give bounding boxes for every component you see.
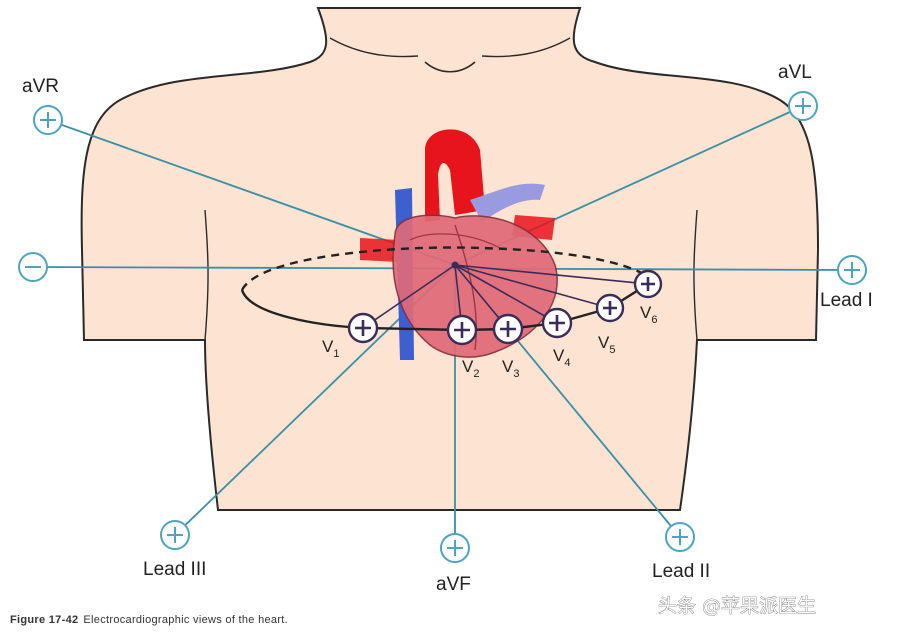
- watermark: 头条 @苹果派医生: [658, 595, 816, 617]
- label-v2: V2: [462, 357, 479, 380]
- label-lead-iii: Lead III: [143, 559, 206, 580]
- electrode-lead-ii: [665, 522, 695, 552]
- label-avl: aVL: [778, 62, 812, 83]
- right-clavicle: [481, 37, 571, 58]
- precordial-electrodes: [347, 269, 663, 346]
- label-v3: V3: [502, 357, 519, 380]
- electrode-v2: [446, 314, 478, 346]
- electrode-v3: [492, 313, 524, 345]
- pulmonary-artery: [470, 183, 545, 222]
- limb-electrodes: [18, 91, 867, 563]
- left-clavicle: [329, 37, 419, 58]
- right-armpit: [693, 209, 698, 341]
- electrode-v4: [541, 307, 573, 339]
- electrode-avl: [788, 91, 818, 121]
- label-v6: V6: [640, 303, 657, 326]
- plane-back-dashed: [240, 246, 651, 291]
- electrode-lead-i: [837, 255, 867, 285]
- spoke-v1: [362, 264, 456, 329]
- label-v5: V5: [598, 333, 615, 356]
- electrode-v1: [347, 312, 379, 344]
- electrode-lead-iii: [160, 520, 190, 550]
- label-avr: aVR: [22, 76, 59, 97]
- electrode-avr: [33, 105, 63, 135]
- electrode-v6: [633, 269, 663, 299]
- neck-line: [424, 61, 476, 73]
- electrode-v5: [595, 293, 625, 323]
- label-v4: V4: [553, 346, 570, 369]
- heart-septum: [454, 224, 477, 351]
- limb-lead-labels: aVR aVL Lead I Lead III Lead II aVF: [22, 62, 873, 595]
- label-avf: aVF: [436, 574, 471, 595]
- spoke-v4: [454, 264, 558, 324]
- heart-atria: [409, 233, 501, 249]
- spoke-v6: [454, 264, 649, 285]
- heart-illustration: [360, 129, 558, 360]
- spoke-v5: [454, 264, 611, 309]
- electrode-avf: [440, 533, 470, 563]
- precordial-labels: V1 V2 V3 V4 V5 V6: [322, 303, 657, 380]
- aorta-arch: [425, 129, 485, 222]
- label-lead-ii: Lead II: [652, 561, 710, 582]
- electrode-lead-i-negative: [18, 252, 48, 282]
- label-v1: V1: [322, 337, 339, 360]
- label-lead-i: Lead I: [820, 290, 873, 311]
- heart-center-node: [451, 261, 459, 269]
